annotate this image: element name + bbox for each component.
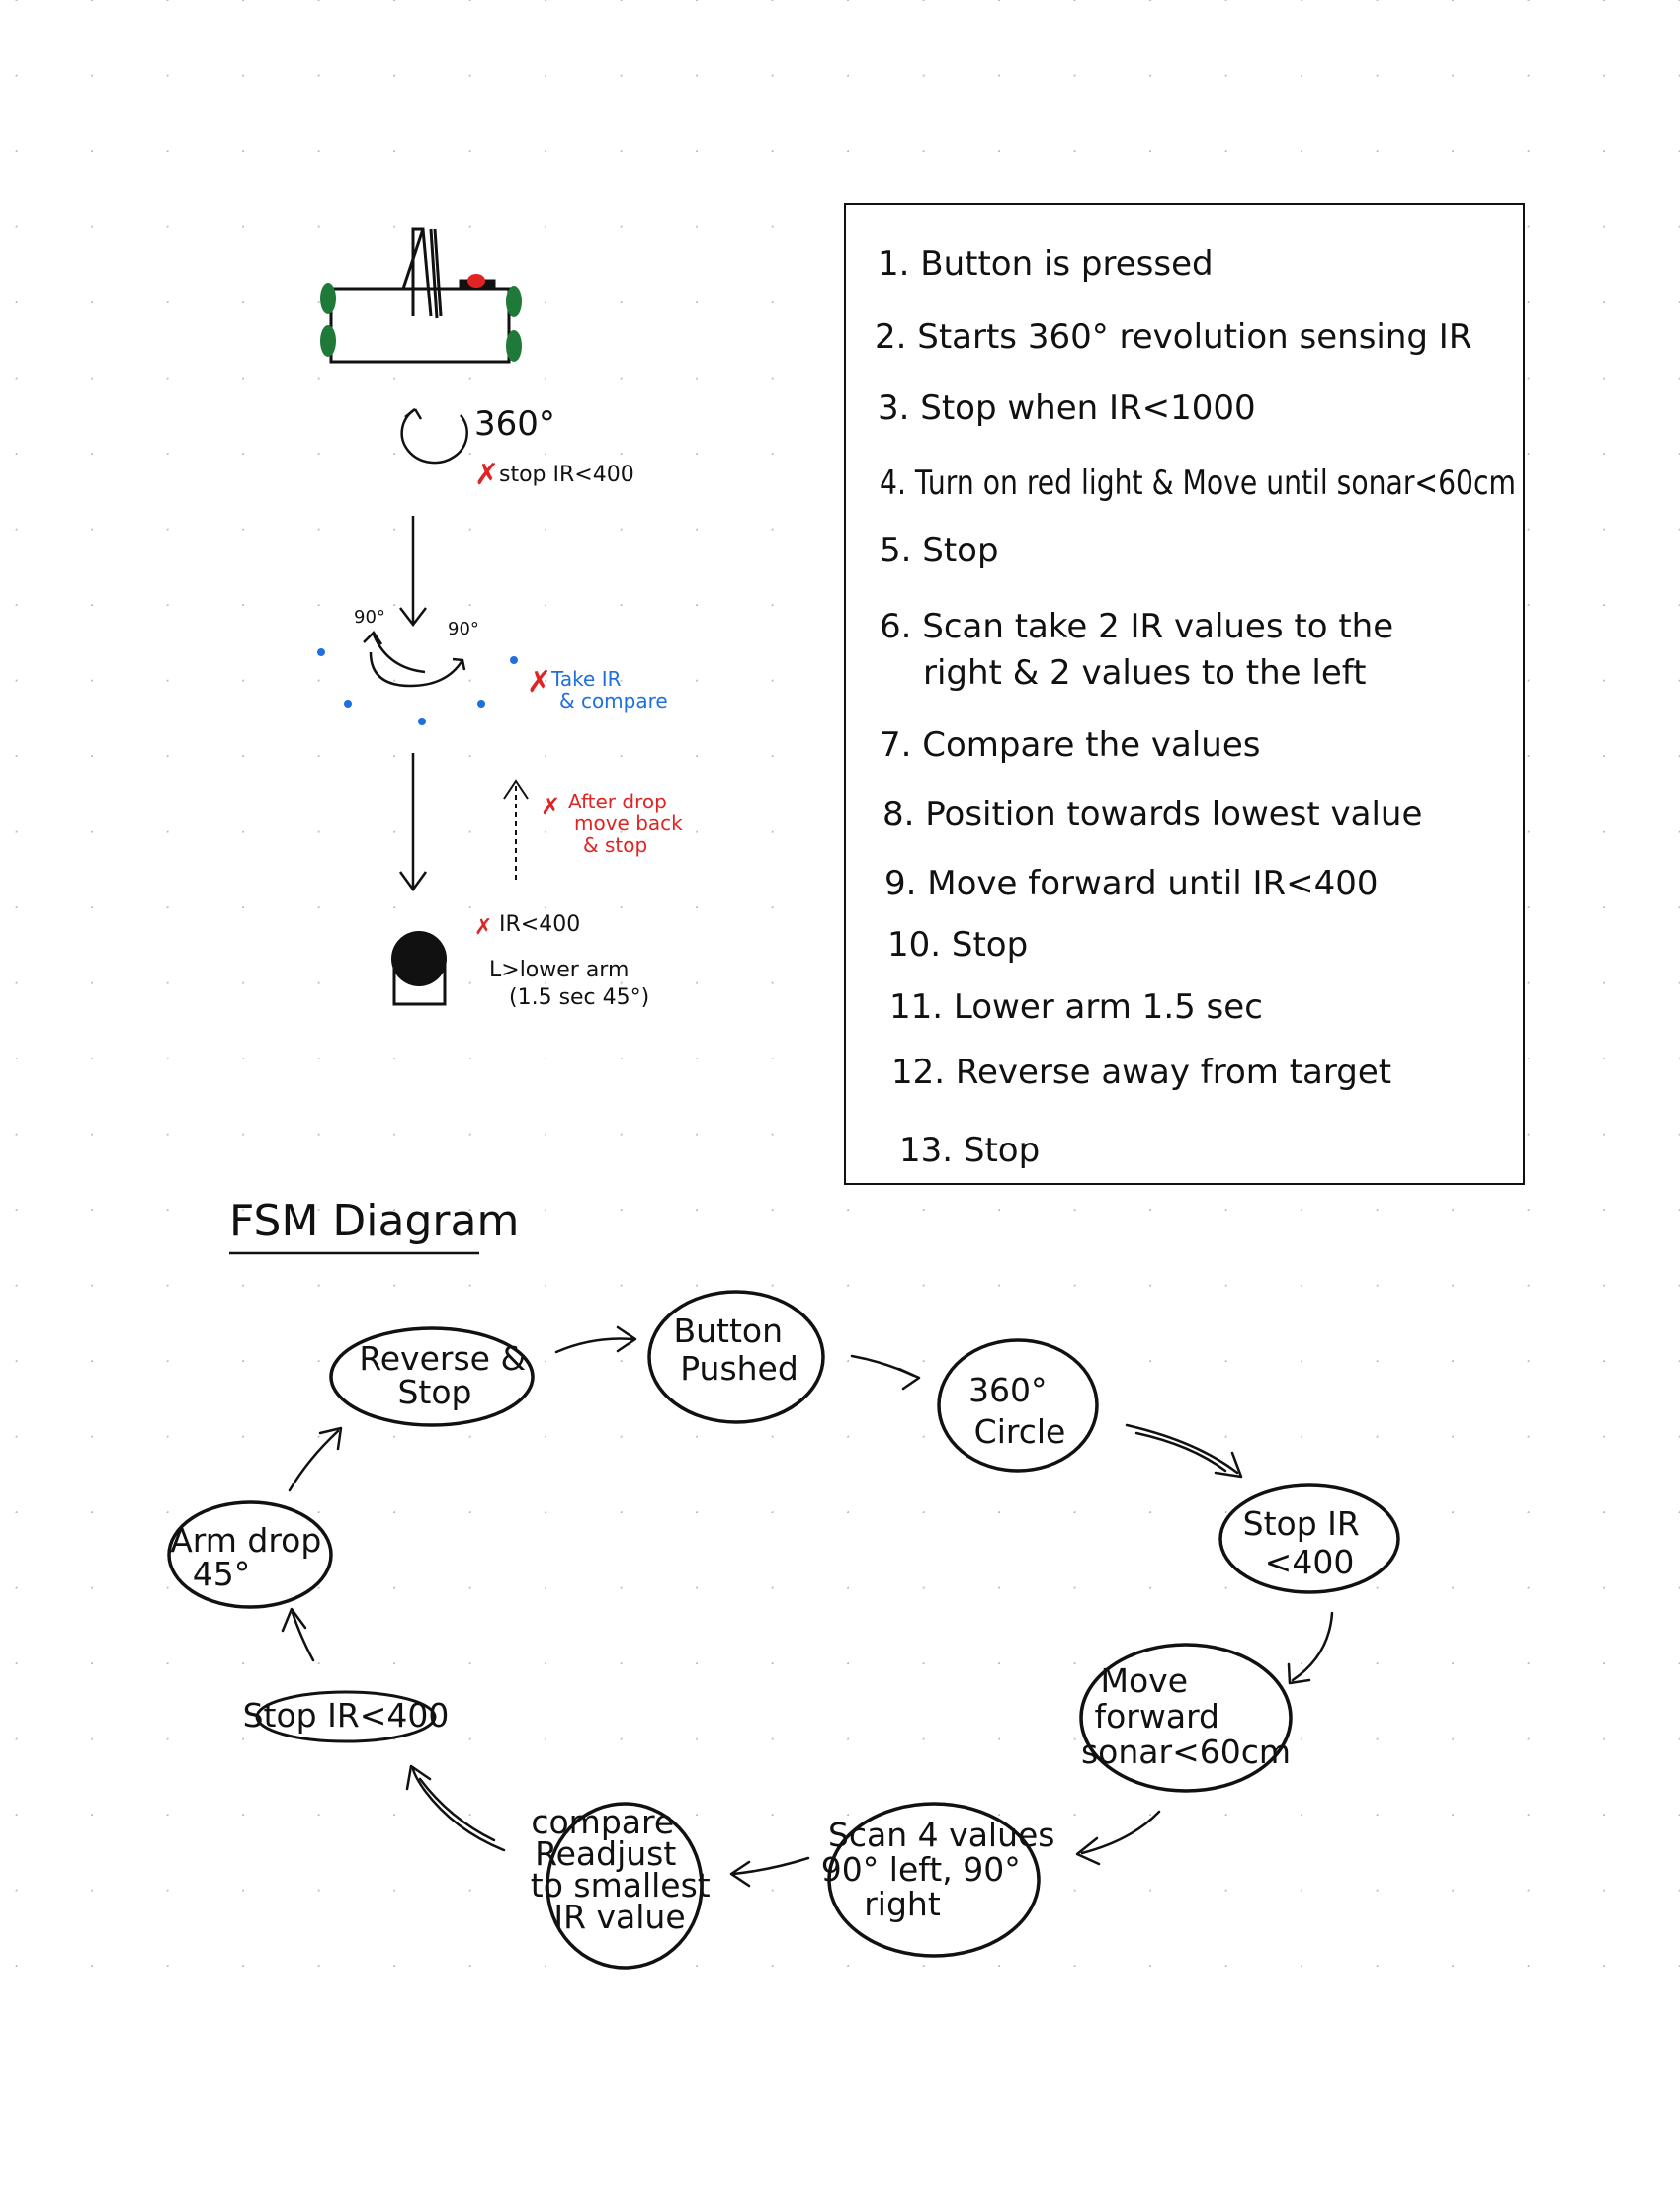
arrow-360-to-stop [1125,1423,1243,1479]
state-move-forward [1079,1643,1293,1793]
step-13: 13. Stop [899,1131,1040,1170]
state-label-line: forward [1094,1697,1219,1736]
step-9: 9. Move forward until IR<400 [884,864,1379,903]
arrow-button-to-360 [850,1354,921,1391]
step-4: 4. Turn on red light & Move until sonar<… [880,464,1516,503]
state-label-line: IR value [553,1898,685,1936]
step-3: 3. Stop when IR<1000 [878,388,1256,428]
state-label-line: right [864,1885,941,1923]
arrow-compare-to-stop [405,1764,506,1852]
state-label-line: to smallest [531,1866,711,1905]
ir-note: IR<400 [499,912,580,937]
state-label: Stop IR <400 [1243,1504,1371,1581]
state-label-line: 45° [193,1555,251,1593]
step-5: 5. Stop [880,531,999,570]
state-label-line: Stop IR<400 [243,1696,450,1735]
state-label-line: Stop [397,1373,471,1411]
steps-box-frame [844,203,1525,1185]
state-stop-ir-arm [255,1690,437,1743]
state-label-line: Button [673,1312,783,1350]
arrow-stop-to-armdrop [281,1607,315,1662]
stop-ir-note: stop IR<400 [499,463,634,487]
state-label-line: Circle [974,1412,1066,1451]
state-label: Reverse & Stop [359,1339,536,1411]
step-11: 11. Lower arm 1.5 sec [889,987,1263,1027]
take-ir-note: Take IR & compare [550,667,668,713]
state-label: Stop IR<400 [243,1696,450,1735]
step-6a: 6. Scan take 2 IR values to the [880,607,1393,646]
state-label-line: sonar<60cm [1081,1733,1291,1771]
lower-arm-note: L>lower arm (1.5 sec 45°) [489,958,649,1010]
state-label-line: Reverse & [359,1339,526,1378]
robot-sketch: 360° ✗ stop IR<400 90° 90° ✗ Take IR & c… [317,227,689,1010]
state-label: Move forward sonar<60cm [1081,1661,1291,1771]
state-label-line: Scan 4 values [828,1816,1055,1854]
arrow-stop-to-move [1287,1611,1334,1685]
angle-label-right: 90° [448,619,479,639]
cross-mark-red: ✗ [474,458,499,492]
scan-points [317,648,518,725]
robot-icon [320,227,522,364]
state-reverse-stop [329,1326,535,1427]
state-label-line: Arm drop [170,1521,321,1560]
rotate-label: 360° [474,404,555,444]
state-scan-values [827,1802,1041,1958]
state-label-line: Pushed [680,1349,798,1388]
state-label-line: compare [531,1803,674,1841]
take-ir-line-2: & compare [559,689,668,713]
cross-mark-red: ✗ [527,665,551,700]
step-1: 1. Button is pressed [878,244,1214,284]
state-compare-readjust [546,1802,704,1970]
step-2: 2. Starts 360° revolution sensing IR [875,317,1471,357]
fsm-title: FSM Diagram [229,1196,519,1246]
step-12: 12. Reverse away from target [891,1053,1391,1092]
after-drop-note: After drop move back & stop [568,790,689,857]
down-arrow-1 [399,516,427,628]
steps-box: 1. Button is pressed 2. Starts 360° revo… [844,203,1525,1185]
cross-mark-red: ✗ [541,793,560,820]
state-360-circle [937,1338,1099,1473]
fsm-diagram: FSM Diagram Button Pushed 360° Circle St… [167,1196,1400,1970]
state-label: Arm drop 45° [170,1521,332,1593]
step-8: 8. Position towards lowest value [882,795,1422,834]
swing-arrows-icon [363,631,466,688]
state-label-line: 360° [968,1371,1048,1409]
transition-arrows [281,1325,1334,1888]
after-drop-line-3: & stop [583,833,647,857]
after-drop-line-2: move back [574,811,683,835]
state-label-line: Readjust [535,1834,676,1873]
state-button-pushed [647,1290,825,1424]
lower-arm-line-2: (1.5 sec 45°) [509,985,649,1010]
state-label-line: <400 [1265,1543,1355,1581]
up-arrow-dashed [503,779,529,880]
step-6b: right & 2 values to the left [923,653,1366,693]
state-label-line: Stop IR [1243,1504,1360,1543]
state-label: Button Pushed [673,1312,798,1388]
after-drop-line-1: After drop [568,790,667,813]
rotate-icon [400,407,468,465]
arrow-move-to-scan [1075,1810,1161,1866]
state-label: 360° Circle [968,1371,1065,1451]
take-ir-line-1: Take IR [550,667,622,691]
step-10: 10. Stop [887,925,1028,965]
step-7: 7. Compare the values [880,725,1260,765]
arrow-reverse-to-button [554,1325,637,1354]
arrow-armdrop-to-reverse [288,1426,343,1492]
angle-label-left: 90° [354,607,385,628]
arrow-scan-to-compare [729,1856,810,1888]
cross-mark-red: ✗ [474,915,492,940]
target-icon [391,931,447,1006]
state-arm-drop [167,1500,333,1609]
state-label-line: 90° left, 90° [821,1850,1021,1889]
steps-list: 1. Button is pressed 2. Starts 360° revo… [875,244,1516,1170]
down-arrow-2 [398,753,428,892]
state-label: compare Readjust to smallest IR value [531,1803,720,1936]
state-stop-ir [1218,1483,1400,1594]
state-label-line: Move [1101,1661,1189,1700]
lower-arm-line-1: L>lower arm [489,958,629,982]
state-label: Scan 4 values 90° left, 90° right [821,1816,1065,1923]
